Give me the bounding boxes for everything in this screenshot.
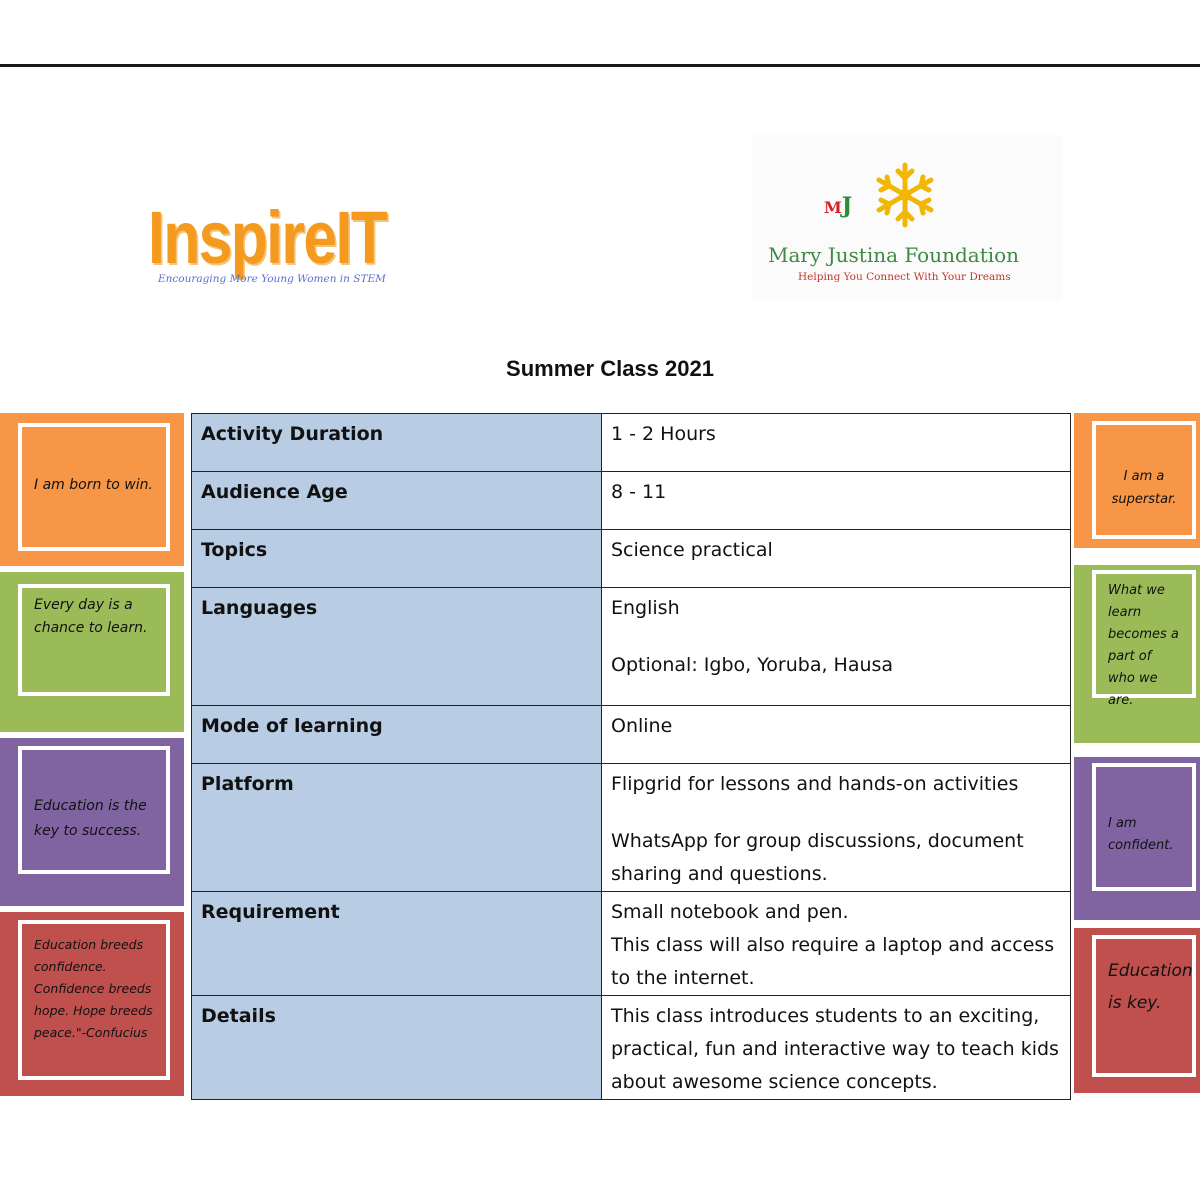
table-row: Mode of learning Online xyxy=(191,705,1071,764)
mj-initial-j: J xyxy=(841,193,853,219)
row-label-details: Details xyxy=(191,995,602,1100)
quote-text: I am a superstar. xyxy=(1092,421,1196,539)
inspireit-logo: InspireIT Encouraging More Young Women i… xyxy=(140,195,410,305)
table-row: Platform Flipgrid for lessons and hands-… xyxy=(191,763,1071,892)
quote-text: Education breeds confidence. Confidence … xyxy=(18,920,170,1080)
quote-card-right-1: I am a superstar. xyxy=(1074,413,1200,548)
row-label-topics: Topics xyxy=(191,529,602,588)
quote-card-left-4: Education breeds confidence. Confidence … xyxy=(0,912,184,1096)
value-line: This class will also require a laptop an… xyxy=(611,934,1055,989)
table-row: Activity Duration 1 - 2 Hours xyxy=(191,413,1071,472)
table-row: Details This class introduces students t… xyxy=(191,995,1071,1100)
quote-card-right-4: Education is key. xyxy=(1074,928,1200,1093)
table-row: Topics Science practical xyxy=(191,529,1071,588)
row-label-platform: Platform xyxy=(191,763,602,892)
class-info-table: Activity Duration 1 - 2 Hours Audience A… xyxy=(191,413,1071,1100)
table-row: Requirement Small notebook and pen. This… xyxy=(191,891,1071,996)
row-label-activity-duration: Activity Duration xyxy=(191,413,602,472)
value-line: Small notebook and pen. xyxy=(611,901,849,923)
value-line: WhatsApp for group discussions, document… xyxy=(611,830,1024,885)
mj-initial-m: M xyxy=(824,198,842,217)
row-value-languages: English Optional: Igbo, Yoruba, Hausa xyxy=(601,587,1071,706)
quote-text: I am born to win. xyxy=(18,423,170,551)
row-label-audience-age: Audience Age xyxy=(191,471,602,530)
quote-card-left-3: Education is the key to success. xyxy=(0,738,184,906)
page-title: Summer Class 2021 xyxy=(506,356,714,381)
value-line: Optional: Igbo, Yoruba, Hausa xyxy=(611,654,894,676)
row-value-activity-duration: 1 - 2 Hours xyxy=(601,413,1071,472)
mary-justina-foundation-logo: MJ Mary Justina Foundation Helping You C… xyxy=(752,135,1062,300)
quote-text: What we learn becomes a part of who we a… xyxy=(1092,570,1196,708)
table-row: Audience Age 8 - 11 xyxy=(191,471,1071,530)
quote-text: Every day is a chance to learn. xyxy=(18,584,170,696)
row-label-requirement: Requirement xyxy=(191,891,602,996)
value-line: 1 - 2 Hours xyxy=(611,423,716,445)
row-value-details: This class introduces students to an exc… xyxy=(601,995,1071,1100)
row-value-requirement: Small notebook and pen. This class will … xyxy=(601,891,1071,996)
quote-text: Education is the key to success. xyxy=(18,746,170,874)
value-line: Flipgrid for lessons and hands-on activi… xyxy=(611,773,1019,795)
value-line: English xyxy=(611,597,680,619)
mjf-name: Mary Justina Foundation xyxy=(768,243,1020,267)
quote-text: I am confident. xyxy=(1092,763,1196,891)
table-row: Languages English Optional: Igbo, Yoruba… xyxy=(191,587,1071,706)
row-value-platform: Flipgrid for lessons and hands-on activi… xyxy=(601,763,1071,892)
row-label-languages: Languages xyxy=(191,587,602,706)
row-value-audience-age: 8 - 11 xyxy=(601,471,1071,530)
row-value-mode-of-learning: Online xyxy=(601,705,1071,764)
snowflake-icon xyxy=(876,162,934,228)
mjf-slogan: Helping You Connect With Your Dreams xyxy=(798,271,1011,283)
quote-text: Education is key. xyxy=(1092,935,1196,1077)
row-label-mode-of-learning: Mode of learning xyxy=(191,705,602,764)
value-line: This class introduces students to an exc… xyxy=(611,1005,1059,1093)
mj-initials: MJ xyxy=(824,193,852,219)
value-line: Online xyxy=(611,715,673,737)
value-line: 8 - 11 xyxy=(611,481,667,503)
value-line: Science practical xyxy=(611,539,773,561)
quote-card-right-3: I am confident. xyxy=(1074,757,1200,920)
quote-card-right-2: What we learn becomes a part of who we a… xyxy=(1074,565,1200,743)
inspireit-logo-wordmark: InspireIT xyxy=(148,196,388,279)
row-value-topics: Science practical xyxy=(601,529,1071,588)
inspireit-logo-tagline: Encouraging More Young Women in STEM xyxy=(158,273,386,285)
quote-card-left-1: I am born to win. xyxy=(0,413,184,566)
quote-card-left-2: Every day is a chance to learn. xyxy=(0,572,184,732)
top-rule xyxy=(0,64,1200,67)
